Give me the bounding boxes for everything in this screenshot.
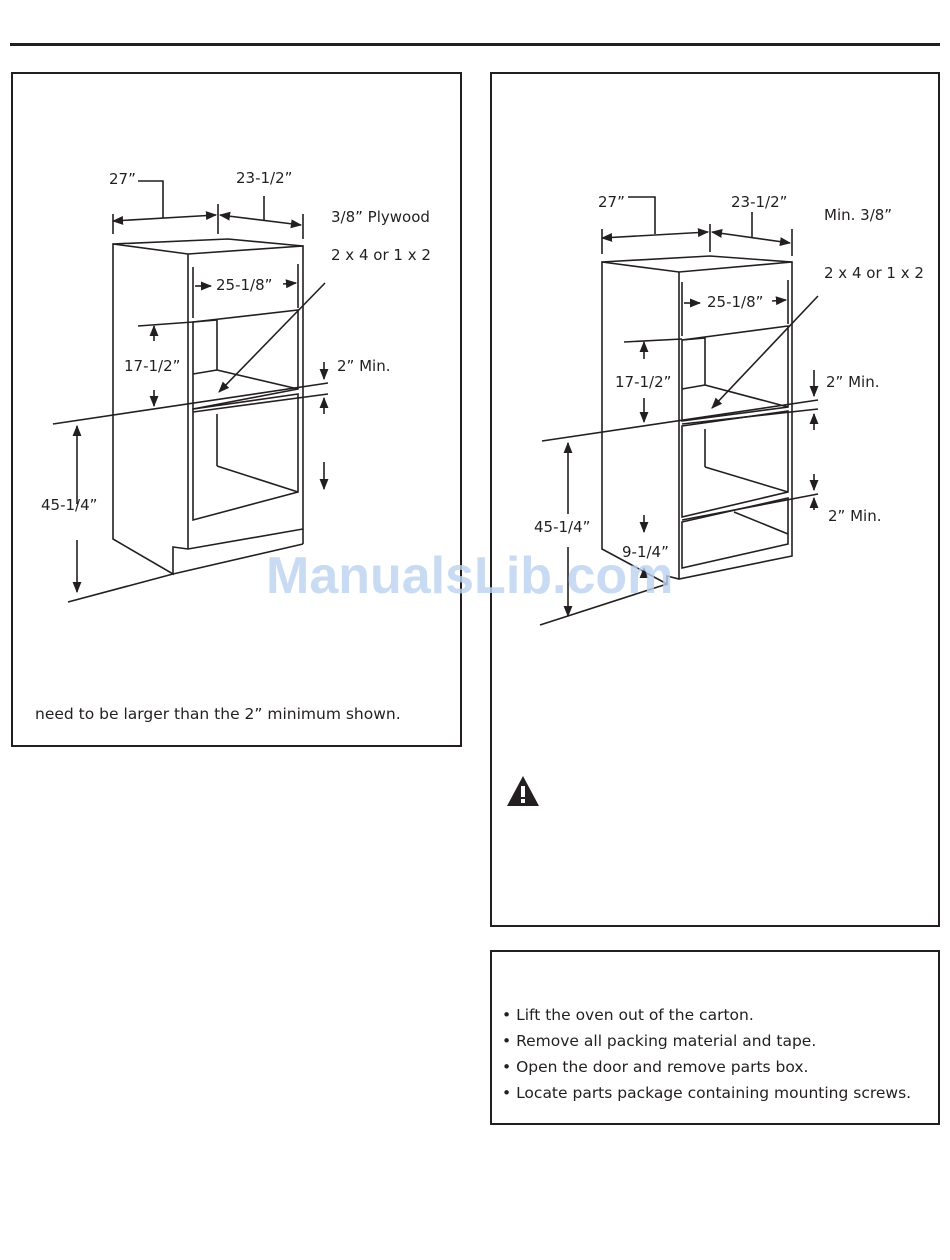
- dim-min-gap-top: 2” Min.: [826, 373, 880, 391]
- dim-inner-width: 25-1/8”: [707, 293, 764, 311]
- dim-cutout-height: 17-1/2”: [615, 373, 672, 391]
- label-support: 2 x 4 or 1 x 2: [331, 246, 431, 264]
- dim-inner-width: 25-1/8”: [216, 276, 273, 294]
- dim-depth: 27”: [598, 193, 625, 211]
- dim-drawer-height: 9-1/4”: [622, 543, 669, 561]
- list-item: • Open the door and remove parts box.: [502, 1058, 809, 1076]
- unpacking-steps-list: • Lift the oven out of the carton. • Rem…: [502, 1002, 911, 1106]
- dim-width: 23-1/2”: [236, 169, 293, 187]
- cabinet-diagram-panel-drawer: 27” 23-1/2” Min. 3/8” 2 x 4 or 1 x 2 25-…: [490, 72, 940, 927]
- dim-width: 23-1/2”: [731, 193, 788, 211]
- dim-min-gap: 2” Min.: [337, 357, 391, 375]
- cabinet-diagram-drawer: [539, 196, 819, 626]
- label-support: 2 x 4 or 1 x 2: [824, 264, 924, 282]
- cabinet-diagram-panel-single: 27” 23-1/2” 3/8” Plywood 2 x 4 or 1 x 2 …: [11, 72, 462, 747]
- list-item: • Lift the oven out of the carton.: [502, 1006, 754, 1024]
- list-item: • Locate parts package containing mounti…: [502, 1084, 912, 1102]
- list-item: • Remove all packing material and tape.: [502, 1032, 817, 1050]
- dim-min-gap-bottom: 2” Min.: [828, 507, 882, 525]
- diagram-note: need to be larger than the 2” minimum sh…: [35, 705, 401, 723]
- cabinet-diagram-single: [52, 180, 329, 603]
- unpacking-steps-panel: • Lift the oven out of the carton. • Rem…: [490, 950, 940, 1125]
- dim-depth: 27”: [109, 170, 136, 188]
- dim-floor-height: 45-1/4”: [534, 518, 591, 536]
- header-rule: [10, 43, 940, 46]
- watermark: ManualsLib.com: [266, 547, 674, 605]
- dim-cutout-height: 17-1/2”: [124, 357, 181, 375]
- warning-icon: [507, 776, 539, 806]
- label-plywood: 3/8” Plywood: [331, 208, 430, 226]
- label-plywood-min: Min. 3/8”: [824, 206, 893, 224]
- dim-floor-height: 45-1/4”: [41, 496, 98, 514]
